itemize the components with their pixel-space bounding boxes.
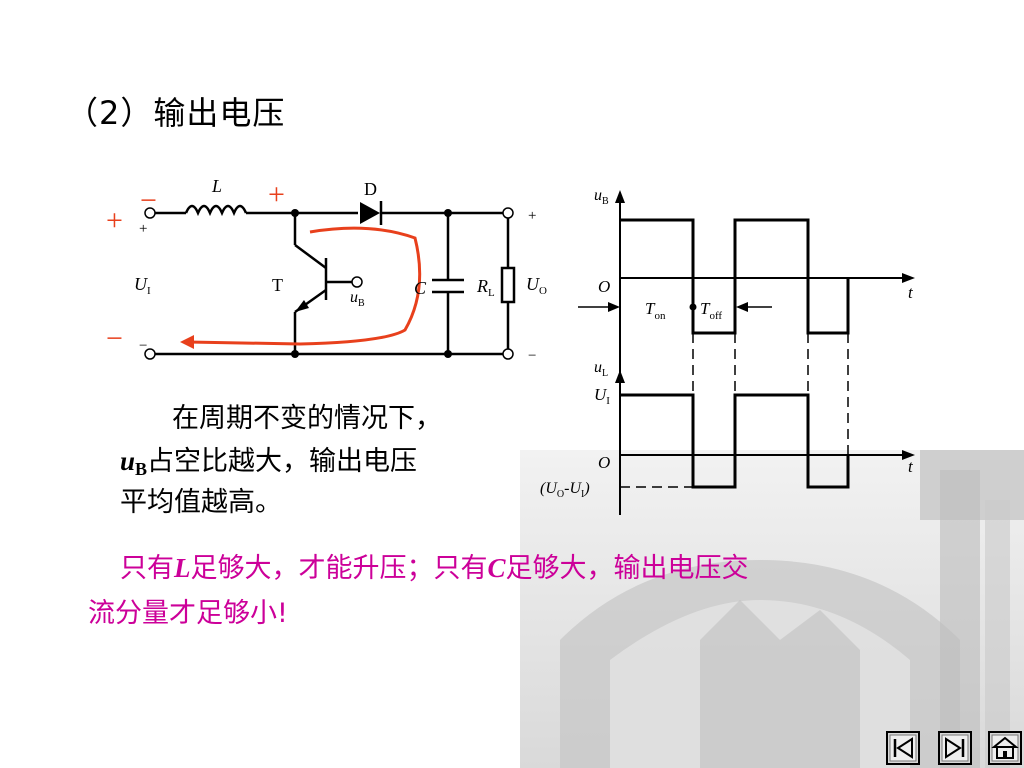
home-icon[interactable]	[988, 731, 1022, 765]
toff-label: Toff	[700, 299, 722, 322]
base-signal-label: uB	[350, 289, 365, 309]
last-page-icon[interactable]	[938, 731, 972, 765]
load-label: RL	[476, 276, 495, 299]
input-minus: −	[139, 338, 147, 354]
description-line-3: 平均值越高。	[120, 487, 282, 518]
capacitor-label: C	[414, 278, 427, 298]
description-line-2: uB占空比越大，输出电压	[120, 446, 418, 479]
negative-level-label: (UO-UI)	[540, 480, 590, 500]
red-plus-inductor: +	[268, 178, 285, 211]
origin-label-2: O	[598, 453, 610, 472]
time-label-1: t	[908, 283, 914, 302]
ub-symbol: u	[120, 446, 136, 476]
ui-level-label: UI	[594, 385, 610, 407]
slide-title: （2）输出电压	[66, 94, 286, 132]
inductor-symbol	[184, 204, 248, 217]
input-voltage-label: UI	[134, 274, 151, 297]
note-line-1: 只有L足够大，才能升压；只有C足够大，输出电压交	[120, 553, 749, 584]
ul-axis-label: uL	[594, 359, 608, 379]
red-plus-input: +	[106, 204, 123, 237]
input-plus: +	[139, 221, 147, 237]
red-minus-inductor: −	[140, 184, 157, 217]
current-path	[187, 226, 422, 346]
inductor-label: L	[211, 176, 222, 196]
output-plus: +	[528, 208, 536, 224]
transistor-label: T	[272, 275, 283, 295]
ul-waveform	[620, 393, 850, 489]
diode-label: D	[364, 179, 377, 199]
output-minus: −	[528, 348, 536, 364]
diode-symbol	[360, 202, 380, 224]
description-line-1: 在周期不变的情况下，	[172, 403, 442, 434]
current-arrow	[180, 335, 194, 349]
time-label-2: t	[908, 457, 914, 476]
origin-label-1: O	[598, 277, 610, 296]
ton-label: Ton	[645, 299, 666, 322]
red-minus-input: −	[106, 322, 123, 355]
note-line-2: 流分量才足够小!	[88, 598, 288, 629]
ub-axis-label: uB	[594, 187, 609, 207]
first-page-icon[interactable]	[886, 731, 920, 765]
output-voltage-label: UO	[526, 274, 547, 297]
ub-waveform	[620, 218, 850, 335]
